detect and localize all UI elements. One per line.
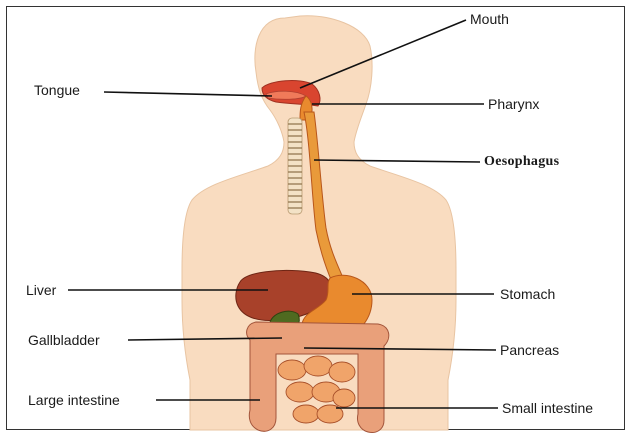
label-oesophagus: Oesophagus — [484, 154, 559, 170]
label-large-intestine: Large intestine — [28, 392, 120, 408]
trachea — [288, 118, 302, 214]
leader-tongue — [104, 92, 272, 96]
label-liver: Liver — [26, 282, 56, 298]
label-stomach: Stomach — [500, 286, 555, 302]
label-gallbladder: Gallbladder — [28, 332, 100, 348]
label-small-intestine: Small intestine — [502, 400, 593, 416]
label-tongue: Tongue — [34, 82, 80, 98]
label-pharynx: Pharynx — [488, 96, 539, 112]
label-pancreas: Pancreas — [500, 342, 559, 358]
label-mouth: Mouth — [470, 11, 509, 27]
